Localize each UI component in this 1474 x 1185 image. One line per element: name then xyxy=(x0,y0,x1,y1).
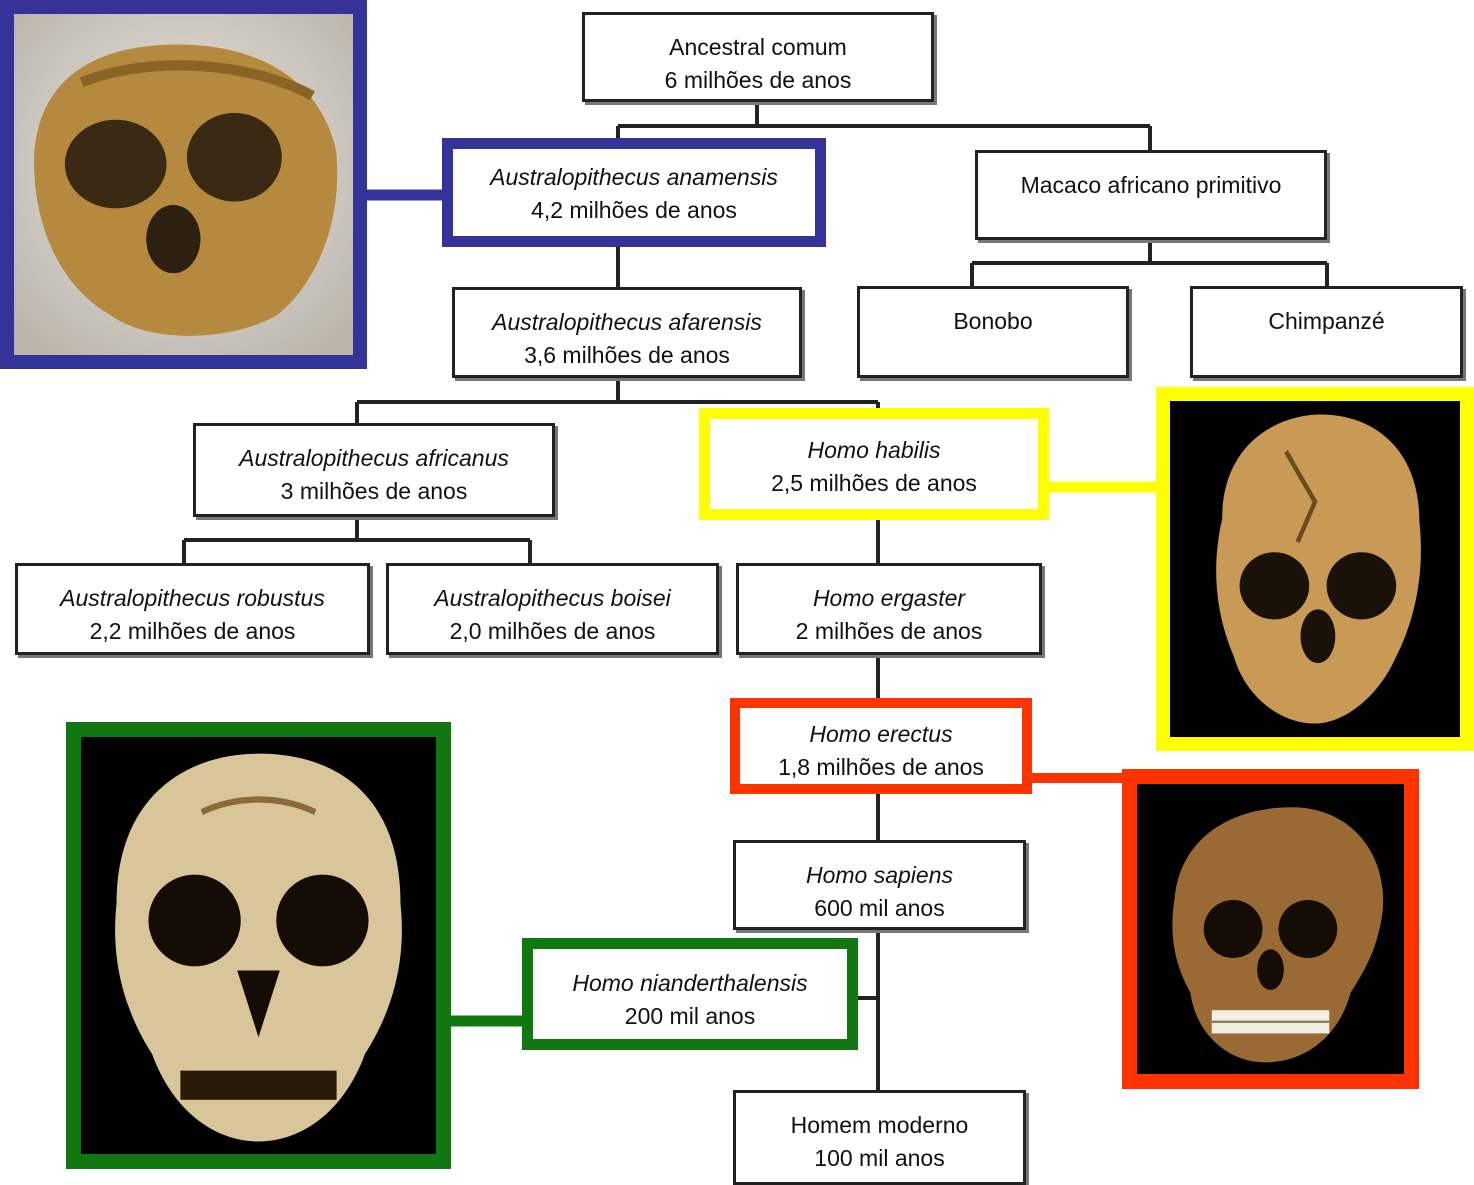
node-australopithecus-africanus: Australopithecus africanus 3 milhões de … xyxy=(193,423,555,517)
skull-photo-neanderthalensis xyxy=(66,722,451,1169)
node-ancestral-comum: Ancestral comum 6 milhões de anos xyxy=(582,12,934,102)
skull-photo-icon xyxy=(14,14,353,355)
node-label: Homo ergaster xyxy=(813,582,965,615)
skull-photo-anamensis xyxy=(0,0,367,369)
node-age: 6 milhões de anos xyxy=(665,64,852,97)
node-age: 600 mil anos xyxy=(814,892,944,925)
node-label: Bonobo xyxy=(953,305,1032,338)
node-label: Homem moderno xyxy=(791,1109,969,1142)
node-age: 2,5 milhões de anos xyxy=(771,467,977,500)
node-label: Australopithecus boisei xyxy=(434,582,671,615)
skull-photo-icon xyxy=(1137,784,1404,1074)
skull-photo-habilis xyxy=(1156,387,1474,751)
node-label: Australopithecus africanus xyxy=(239,442,509,475)
node-australopithecus-boisei: Australopithecus boisei 2,0 milhões de a… xyxy=(386,563,719,655)
node-label: Australopithecus afarensis xyxy=(492,306,762,339)
node-chimpanze: Chimpanzé xyxy=(1190,286,1463,378)
node-homo-erectus: Homo erectus 1,8 milhões de anos xyxy=(730,698,1032,794)
node-homo-ergaster: Homo ergaster 2 milhões de anos xyxy=(736,563,1042,655)
node-macaco-africano-primitivo: Macaco africano primitivo xyxy=(975,150,1327,240)
node-label: Ancestral comum xyxy=(669,31,847,64)
node-homo-sapiens: Homo sapiens 600 mil anos xyxy=(733,840,1026,930)
node-age: 2,2 milhões de anos xyxy=(90,615,296,648)
node-homo-habilis: Homo habilis 2,5 milhões de anos xyxy=(699,408,1049,520)
node-label: Homo erectus xyxy=(809,718,952,751)
node-australopithecus-robustus: Australopithecus robustus 2,2 milhões de… xyxy=(15,563,370,655)
node-label: Homo habilis xyxy=(808,434,941,467)
node-age: 3,6 milhões de anos xyxy=(524,339,730,372)
node-age: 200 mil anos xyxy=(625,1000,755,1033)
node-age: 2,0 milhões de anos xyxy=(450,615,656,648)
node-label: Macaco africano primitivo xyxy=(1021,169,1282,202)
node-age: 2 milhões de anos xyxy=(796,615,983,648)
node-age: 1,8 milhões de anos xyxy=(778,751,984,784)
node-label: Homo sapiens xyxy=(806,859,953,892)
skull-photo-icon xyxy=(81,737,436,1154)
node-australopithecus-anamensis: Australopithecus anamensis 4,2 milhões d… xyxy=(442,138,826,247)
node-label: Homo nianderthalensis xyxy=(572,967,807,1000)
node-label: Australopithecus robustus xyxy=(60,582,325,615)
node-homo-neanderthalensis: Homo nianderthalensis 200 mil anos xyxy=(522,938,858,1050)
node-age: 4,2 milhões de anos xyxy=(531,194,737,227)
node-label: Australopithecus anamensis xyxy=(490,161,778,194)
node-label: Chimpanzé xyxy=(1268,305,1384,338)
node-australopithecus-afarensis: Australopithecus afarensis 3,6 milhões d… xyxy=(452,287,802,378)
node-bonobo: Bonobo xyxy=(857,286,1129,378)
node-age: 3 milhões de anos xyxy=(281,475,468,508)
skull-photo-erectus xyxy=(1122,769,1419,1089)
skull-photo-icon xyxy=(1170,401,1460,737)
node-age: 100 mil anos xyxy=(814,1142,944,1175)
node-homem-moderno: Homem moderno 100 mil anos xyxy=(733,1090,1026,1185)
